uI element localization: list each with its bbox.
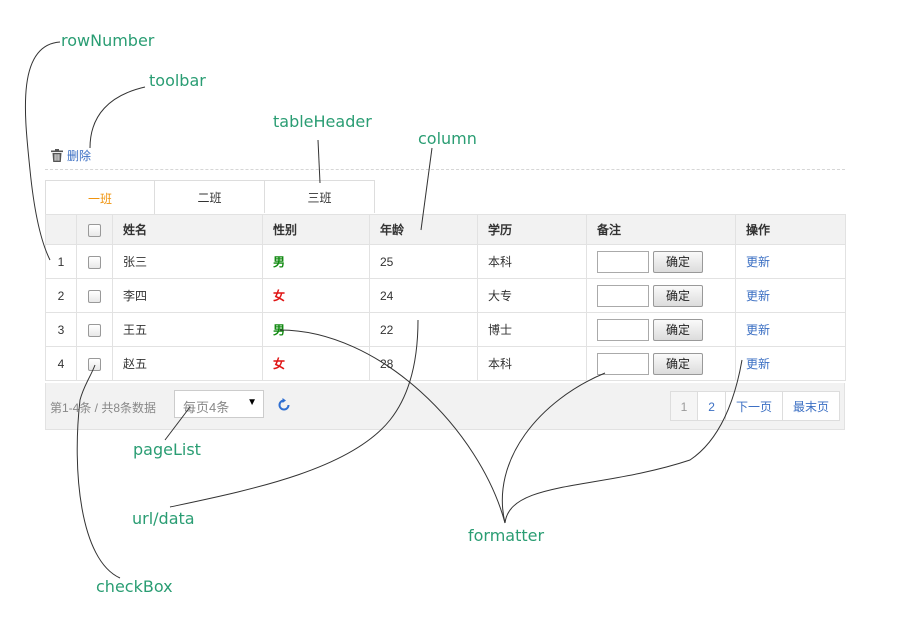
row-checkbox-cell (76, 312, 113, 347)
cell-remark: 确定 (586, 312, 736, 347)
cell-name: 赵五 (112, 346, 263, 381)
row-checkbox-cell (76, 278, 113, 313)
row-number: 4 (45, 346, 77, 381)
gender-label: 女 (273, 289, 286, 303)
confirm-button[interactable]: 确定 (653, 250, 703, 273)
tab-class-2[interactable]: 二班 (155, 180, 265, 213)
dropdown-arrow-icon: ▼ (247, 397, 257, 408)
cell-education: 博士 (477, 312, 587, 347)
update-link[interactable]: 更新 (746, 289, 771, 303)
toolbar: 删除 (51, 146, 91, 164)
annotation-toolbar: toolbar (149, 71, 206, 90)
toolbar-divider (45, 169, 845, 170)
remark-input[interactable] (597, 318, 649, 341)
cell-name: 王五 (112, 312, 263, 347)
annotation-formatter: formatter (468, 526, 545, 545)
cell-name: 张三 (112, 244, 263, 279)
cell-action: 更新 (735, 346, 846, 381)
update-link[interactable]: 更新 (746, 255, 771, 269)
cell-gender: 女 (262, 346, 370, 381)
annotation-url-data: url/data (132, 509, 195, 528)
header-education[interactable]: 学历 (477, 214, 587, 245)
annotation-pagelist: pageList (133, 440, 201, 459)
cell-age: 24 (369, 278, 478, 313)
pagination-bar: 第1-4条 / 共8条数据 每页4条 ▼ 1 2 下一页 最末页 (45, 383, 845, 430)
refresh-icon[interactable] (277, 398, 291, 412)
data-table: 姓名 性别 年龄 学历 备注 操作 1 张三 男 25 本科 确定 更新 2 李… (45, 214, 846, 381)
cell-gender: 女 (262, 278, 370, 313)
toolbar-leader (89, 86, 146, 149)
row-number: 1 (45, 244, 77, 279)
header-checkbox-cell (76, 214, 113, 245)
confirm-button[interactable]: 确定 (653, 318, 703, 341)
header-age[interactable]: 年龄 (369, 214, 478, 245)
trash-icon[interactable] (51, 148, 63, 162)
cell-action: 更新 (735, 278, 846, 313)
confirm-button[interactable]: 确定 (653, 284, 703, 307)
cell-remark: 确定 (586, 278, 736, 313)
cell-action: 更新 (735, 312, 846, 347)
tableHeader-leader (317, 139, 321, 184)
select-all-checkbox[interactable] (88, 223, 101, 237)
class-tabs: 一班 二班 三班 (45, 180, 375, 215)
table-row[interactable]: 1 张三 男 25 本科 确定 更新 (45, 244, 846, 279)
cell-action: 更新 (735, 244, 846, 279)
row-number: 2 (45, 278, 77, 313)
table-row[interactable]: 4 赵五 女 28 本科 确定 更新 (45, 346, 846, 381)
gender-label: 女 (273, 357, 286, 371)
remark-input[interactable] (597, 352, 649, 375)
cell-age: 25 (369, 244, 478, 279)
annotation-rownumber: rowNumber (61, 31, 155, 50)
cell-education: 本科 (477, 346, 587, 381)
header-gender[interactable]: 性别 (262, 214, 370, 245)
cell-gender: 男 (262, 244, 370, 279)
header-rownumber (45, 214, 77, 245)
row-checkbox-cell (76, 244, 113, 279)
annotation-checkbox: checkBox (96, 577, 173, 596)
pagination-info: 第1-4条 / 共8条数据 (50, 401, 157, 415)
page-2[interactable]: 2 (698, 391, 726, 421)
last-page-button[interactable]: 最末页 (782, 391, 840, 421)
table-header-row: 姓名 性别 年龄 学历 备注 操作 (45, 214, 846, 245)
remark-input[interactable] (597, 284, 649, 307)
row-checkbox[interactable] (88, 323, 101, 337)
row-checkbox[interactable] (88, 255, 101, 269)
update-link[interactable]: 更新 (746, 357, 771, 371)
cell-age: 28 (369, 346, 478, 381)
page-1[interactable]: 1 (669, 391, 699, 421)
confirm-button[interactable]: 确定 (653, 352, 703, 375)
row-number: 3 (45, 312, 77, 347)
header-action[interactable]: 操作 (735, 214, 846, 245)
row-checkbox-cell (76, 346, 113, 381)
cell-name: 李四 (112, 278, 263, 313)
table-row[interactable]: 3 王五 男 22 博士 确定 更新 (45, 312, 846, 347)
cell-age: 22 (369, 312, 478, 347)
gender-label: 男 (273, 323, 286, 337)
tab-class-3[interactable]: 三班 (265, 180, 375, 213)
next-page-button[interactable]: 下一页 (725, 391, 783, 421)
tab-class-1[interactable]: 一班 (45, 180, 155, 215)
annotation-column: column (418, 129, 477, 148)
cell-education: 大专 (477, 278, 587, 313)
cell-gender: 男 (262, 312, 370, 347)
row-checkbox[interactable] (88, 357, 101, 371)
remark-input[interactable] (597, 250, 649, 273)
cell-education: 本科 (477, 244, 587, 279)
page-size-value: 每页4条 (183, 400, 230, 415)
row-checkbox[interactable] (88, 289, 101, 303)
table-row[interactable]: 2 李四 女 24 大专 确定 更新 (45, 278, 846, 313)
cell-remark: 确定 (586, 244, 736, 279)
header-name[interactable]: 姓名 (112, 214, 263, 245)
annotation-tableheader: tableHeader (273, 112, 372, 131)
update-link[interactable]: 更新 (746, 323, 771, 337)
delete-button[interactable]: 删除 (67, 148, 92, 163)
gender-label: 男 (273, 255, 286, 269)
page-size-select[interactable]: 每页4条 ▼ (174, 390, 264, 418)
page-links: 1 2 下一页 最末页 (669, 391, 840, 421)
header-remark[interactable]: 备注 (586, 214, 736, 245)
cell-remark: 确定 (586, 346, 736, 381)
